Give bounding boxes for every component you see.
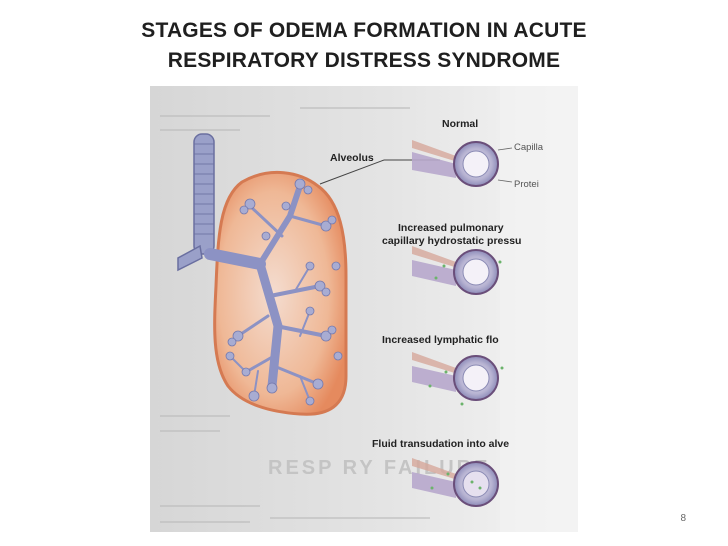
alveolus-label: Alveolus: [330, 152, 374, 164]
slide-title-line-2: RESPIRATORY DISTRESS SYNDROME: [167, 49, 561, 72]
stage-label-hydrostatic: capillary hydrostatic pressu: [382, 235, 522, 247]
figure-illustration: RESP RY FAILURE: [150, 86, 578, 532]
trachea: [177, 133, 215, 272]
stage-1-illustration: [412, 140, 513, 187]
protein-label: Protei: [514, 179, 539, 190]
capillary-label: Capilla: [514, 142, 544, 153]
stage-label-pulmonary: Increased pulmonary: [398, 222, 504, 234]
slide-title-line-1: STAGES OF ODEMA FORMATION IN ACUTE: [141, 19, 587, 42]
stage-label-normal: Normal: [442, 118, 479, 130]
stage-label-fluid: Fluid transudation into alve: [372, 438, 510, 450]
stage-4-illustration: [412, 458, 499, 507]
ards-figure: RESP RY FAILURE: [150, 86, 578, 532]
slide-title: STAGES OF ODEMA FORMATION IN ACUTE RESPI…: [60, 16, 668, 76]
background-heading: RESP RY FAILURE: [268, 457, 490, 479]
stage-label-lymphatic: Increased lymphatic flo: [382, 334, 499, 346]
stage-3-illustration: [412, 352, 504, 406]
bronchial-tree: [204, 183, 328, 402]
background-text-lines: [160, 107, 430, 523]
stage-2-illustration: [412, 246, 502, 295]
alveoli-clusters: [225, 178, 343, 406]
page-number: 8: [680, 513, 686, 524]
